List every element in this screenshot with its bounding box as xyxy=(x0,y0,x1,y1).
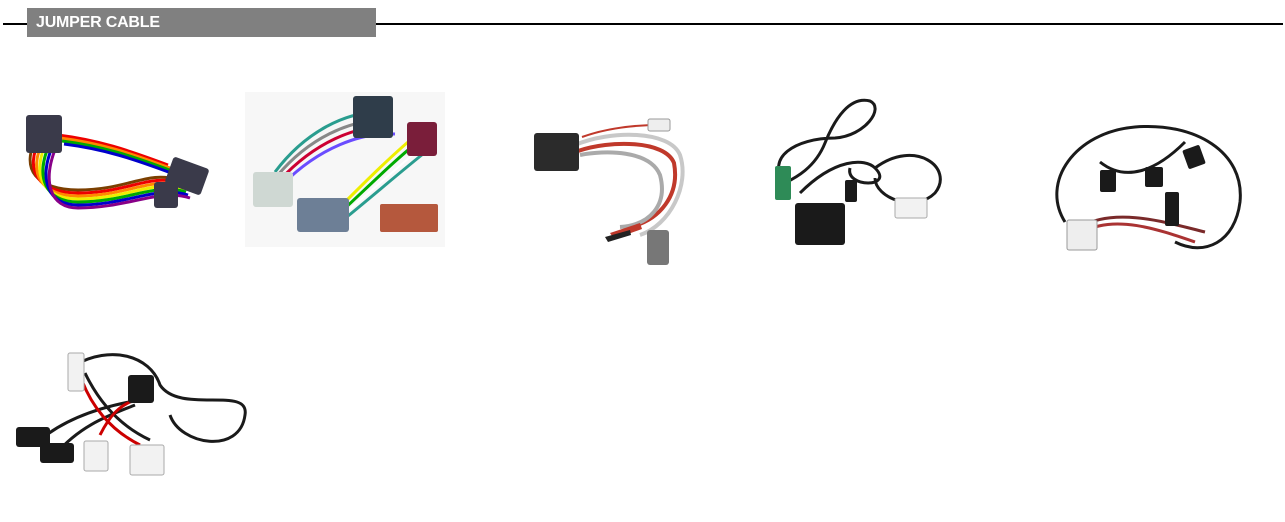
product-image-rainbow-ribbon-cable[interactable] xyxy=(18,110,213,215)
header-rule-left xyxy=(3,23,27,25)
header-rule-right xyxy=(376,23,1283,25)
wire-harness-loop-icon xyxy=(1055,124,1242,251)
rainbow-ribbon-cable-icon xyxy=(26,115,209,210)
db25-alligator-clip-cable-icon xyxy=(534,118,685,265)
section-title: JUMPER CABLE xyxy=(36,14,160,31)
wiring-harness-adapter-icon xyxy=(245,92,445,247)
section-header: JUMPER CABLE xyxy=(27,8,376,37)
product-image-db25-alligator-cable[interactable] xyxy=(530,115,695,270)
product-image-black-connector-cable[interactable] xyxy=(755,98,960,253)
product-image-wiring-harness-adapter[interactable] xyxy=(245,92,445,247)
product-image-usb-audio-power-cable[interactable] xyxy=(10,345,255,485)
usb-audio-power-cable-icon xyxy=(16,352,247,476)
product-image-wire-harness-loop[interactable] xyxy=(1045,122,1250,264)
black-connector-cable-icon xyxy=(775,98,942,245)
